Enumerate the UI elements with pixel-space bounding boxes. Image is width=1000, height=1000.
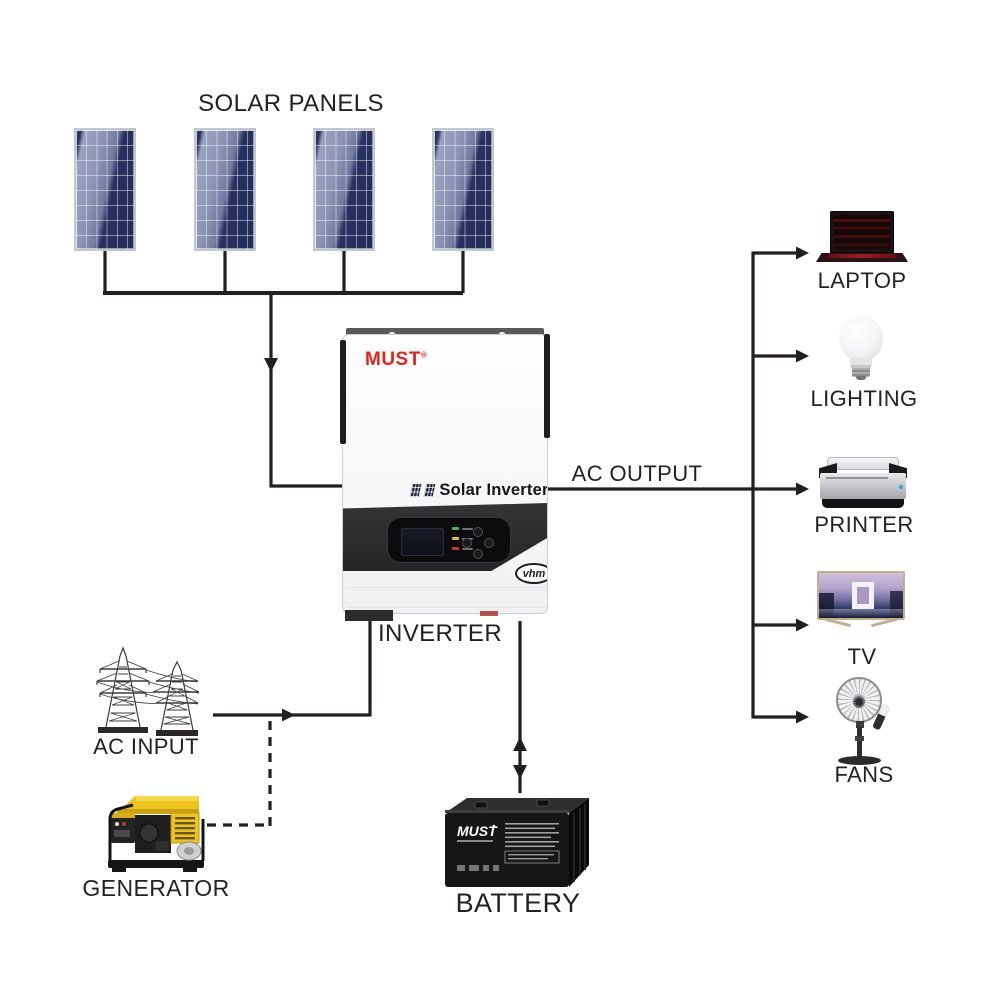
solar-panel-glyph-icon bbox=[424, 483, 436, 497]
fan-icon bbox=[834, 677, 892, 767]
battery-cert-icons bbox=[457, 865, 499, 871]
solar-panel-icon bbox=[74, 128, 136, 251]
generator-label: GENERATOR bbox=[82, 875, 230, 901]
body-seam bbox=[347, 587, 547, 588]
ac-output-label: AC OUTPUT bbox=[571, 461, 703, 486]
status-led-green bbox=[452, 527, 459, 530]
led-caption bbox=[462, 547, 473, 550]
inverter-brand-logo: MUST® bbox=[365, 349, 428, 370]
control-button bbox=[473, 549, 483, 559]
product-name-row: Solar Inverter bbox=[410, 479, 548, 501]
vhm-badge: vhm bbox=[515, 563, 547, 584]
solar-panel-icon bbox=[432, 128, 494, 251]
arrowheads bbox=[264, 246, 809, 779]
lighting-label: LIGHTING bbox=[810, 386, 918, 411]
solar-panel-glyph-icon bbox=[410, 483, 422, 497]
status-led-red bbox=[452, 547, 459, 550]
transmission-towers-icon bbox=[96, 646, 199, 736]
tv-label: TV bbox=[847, 644, 877, 669]
led-caption bbox=[462, 527, 473, 530]
solar-panel-icon bbox=[313, 128, 375, 251]
bottom-red-label bbox=[480, 611, 498, 616]
product-name: Solar Inverter bbox=[439, 480, 548, 499]
solar-panel-icon bbox=[194, 128, 256, 251]
tv-icon bbox=[817, 571, 907, 631]
body-seam bbox=[347, 607, 547, 608]
solar-panels-title: SOLAR PANELS bbox=[198, 90, 384, 117]
fans-label: FANS bbox=[834, 762, 894, 787]
inverter-body: MUST® Solar Inverter vhm bbox=[342, 334, 548, 614]
lcd-screen bbox=[401, 528, 444, 556]
battery-spec-label bbox=[505, 823, 559, 848]
battery-brand-logo: MUST bbox=[457, 823, 498, 839]
side-heatsink-tab bbox=[544, 334, 550, 438]
display-panel bbox=[387, 517, 511, 563]
generator-icon bbox=[108, 796, 205, 872]
inverter-unit: MUST® Solar Inverter vhm bbox=[340, 326, 550, 622]
inverter-foot bbox=[345, 610, 393, 621]
control-button bbox=[473, 527, 483, 537]
laptop-label: LAPTOP bbox=[817, 268, 907, 293]
control-button bbox=[462, 538, 472, 548]
registered-mark: ® bbox=[420, 350, 428, 360]
battery-icon: MUST bbox=[445, 798, 589, 887]
status-led-yellow bbox=[452, 537, 459, 540]
ac-input-label: AC INPUT bbox=[93, 734, 199, 759]
printer-label: PRINTER bbox=[814, 512, 914, 537]
lightbulb-icon bbox=[838, 316, 884, 380]
inverter-label: INVERTER bbox=[377, 620, 503, 647]
battery-label: BATTERY bbox=[455, 888, 581, 918]
side-heatsink-tab bbox=[340, 340, 346, 444]
laptop-icon bbox=[816, 211, 908, 264]
printer-icon bbox=[819, 455, 907, 509]
control-button bbox=[484, 538, 494, 548]
